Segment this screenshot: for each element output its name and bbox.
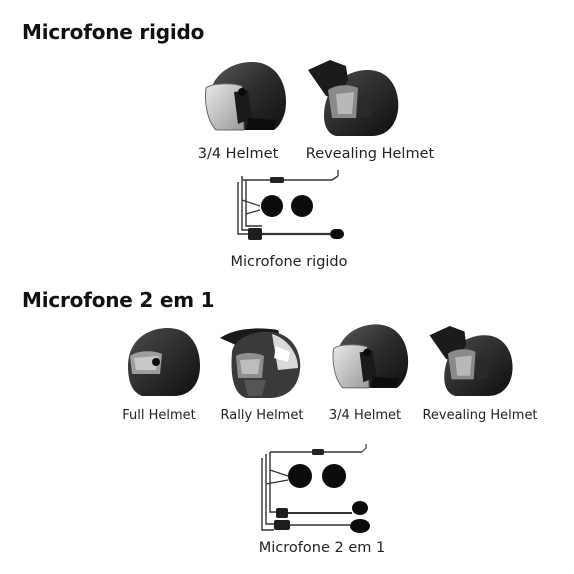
helmet-label-3-4: 3/4 Helmet [328, 408, 402, 423]
rigid-microphone-kit-icon [222, 170, 352, 252]
modular-helmet-icon [424, 322, 516, 400]
helmet-label-full: Full Helmet [122, 408, 196, 423]
helmet-label-revealing: Revealing Helmet [422, 408, 538, 423]
open-face-helmet-icon [198, 58, 288, 138]
helmet-label-revealing: Revealing Helmet [305, 146, 435, 162]
section-title-rigid-mic: Microfone rigido [22, 20, 205, 44]
helmet-label-3-4: 3/4 Helmet [197, 146, 279, 162]
two-in-one-microphone-kit-icon [252, 444, 382, 536]
modular-helmet-icon [302, 56, 402, 140]
product-label-rigid: Microfone rigido [230, 254, 348, 270]
product-label-2in1: Microfone 2 em 1 [258, 540, 386, 556]
helmet-label-rally: Rally Helmet [220, 408, 304, 423]
section-title-2in1-mic: Microfone 2 em 1 [22, 288, 215, 312]
rally-helmet-icon [218, 322, 304, 402]
open-face-helmet-icon [326, 320, 410, 396]
full-face-helmet-icon [124, 326, 202, 398]
